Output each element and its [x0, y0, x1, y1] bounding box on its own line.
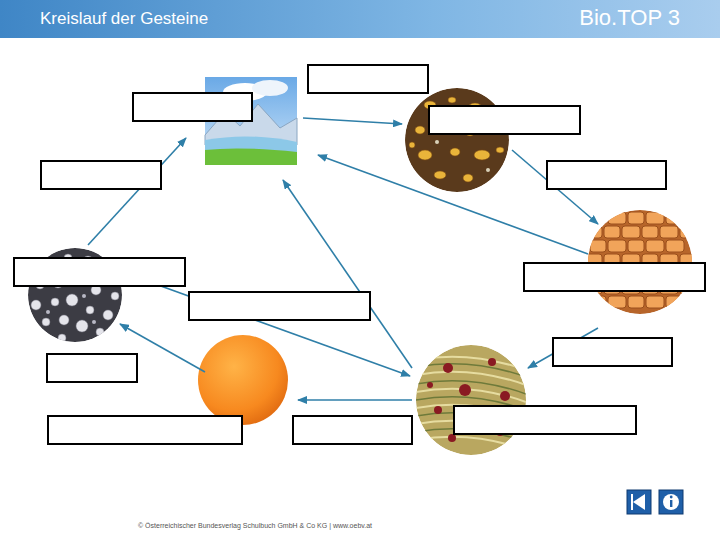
- nav-icons: [627, 490, 683, 514]
- answer-boxes: [14, 65, 705, 444]
- book-brand: Bio.TOP 3: [579, 5, 680, 31]
- page-title: Kreislauf der Gesteine: [40, 9, 208, 29]
- copyright-footer: © Österreichischer Bundesverlag Schulbuc…: [138, 522, 372, 529]
- metamorphic-rock-circle: [416, 345, 526, 455]
- magma-circle: [198, 335, 288, 425]
- sediment-circle: [405, 88, 509, 192]
